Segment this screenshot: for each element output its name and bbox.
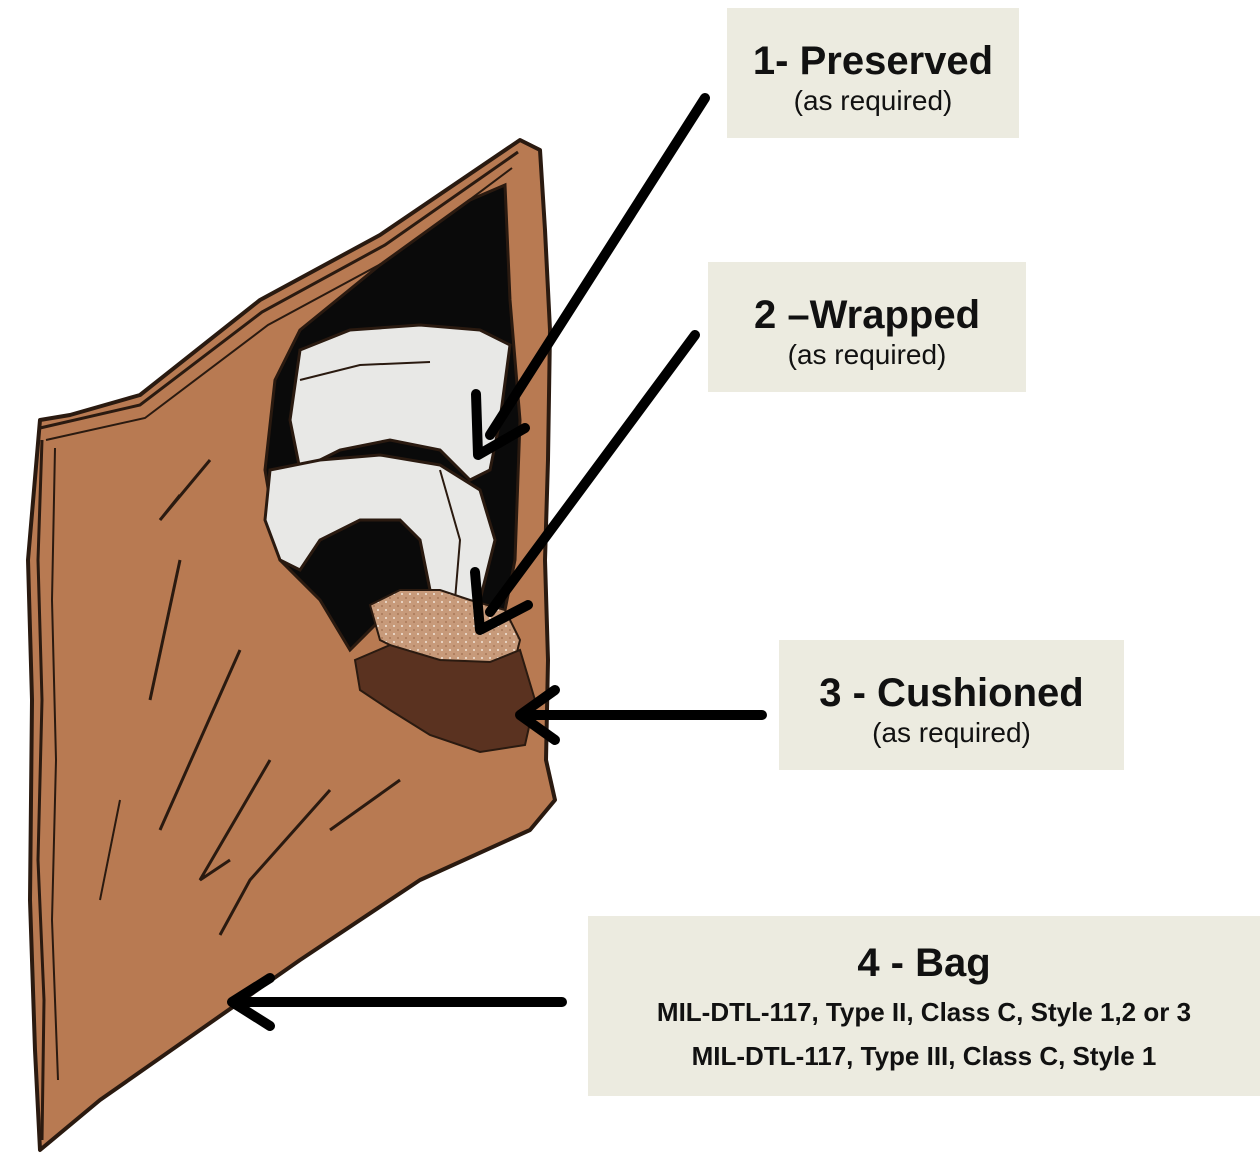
label-preserved-title: 1- Preserved	[727, 38, 1019, 84]
label-cushioned: 3 - Cushioned (as required)	[779, 640, 1124, 770]
label-cushioned-subtitle: (as required)	[779, 716, 1124, 750]
label-bag: 4 - Bag MIL-DTL-117, Type II, Class C, S…	[588, 916, 1260, 1096]
label-wrapped-subtitle: (as required)	[708, 338, 1026, 372]
label-cushioned-title: 3 - Cushioned	[779, 670, 1124, 716]
label-wrapped: 2 –Wrapped (as required)	[708, 262, 1026, 392]
label-bag-spec-2: MIL-DTL-117, Type III, Class C, Style 1	[588, 1034, 1260, 1078]
label-bag-spec-1: MIL-DTL-117, Type II, Class C, Style 1,2…	[588, 990, 1260, 1034]
arrow-bag	[232, 978, 562, 1026]
label-bag-title: 4 - Bag	[588, 938, 1260, 988]
label-wrapped-title: 2 –Wrapped	[708, 292, 1026, 338]
arrow-cushioned	[520, 690, 762, 740]
label-preserved-subtitle: (as required)	[727, 84, 1019, 118]
label-preserved: 1- Preserved (as required)	[727, 8, 1019, 138]
